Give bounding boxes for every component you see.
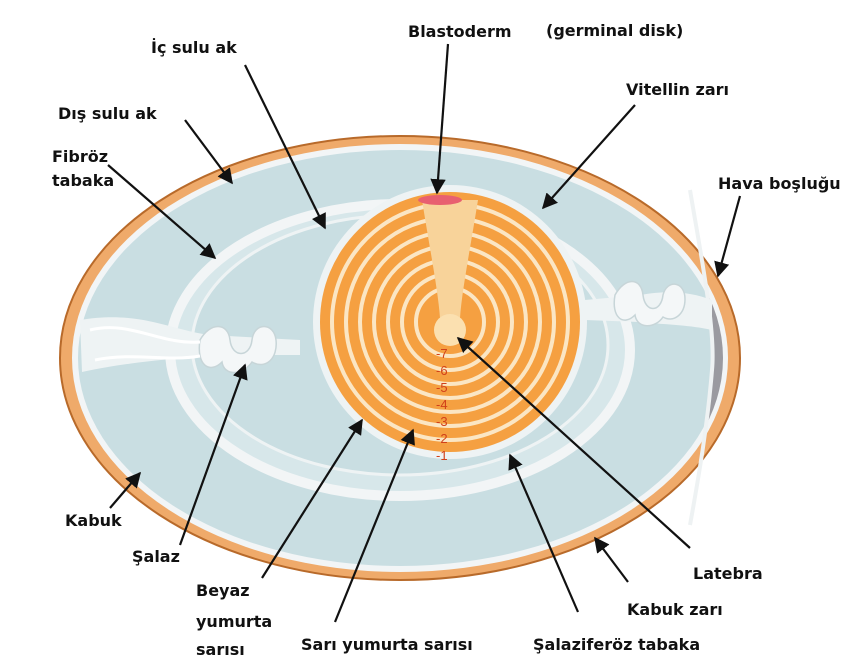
- label-kabuk: Kabuk: [65, 511, 122, 531]
- label-germinal-disk: (germinal disk): [546, 21, 683, 41]
- yolk-ring-number: -5: [436, 380, 448, 395]
- label-beyaz: Beyaz: [196, 581, 250, 601]
- label-vitellin-zari: Vitellin zarı: [626, 80, 729, 100]
- label-latebra: Latebra: [693, 564, 763, 584]
- yolk-ring-number: -7: [436, 346, 448, 361]
- yolk-ring-number: -6: [436, 363, 448, 378]
- label-sari-yumurta-sarisi: Sarı yumurta sarısı: [301, 635, 473, 655]
- blastoderm: [418, 195, 462, 205]
- arrow-hava-boslugu: [718, 196, 740, 276]
- yolk-ring-number: -3: [436, 414, 448, 429]
- label-ic-sulu-ak: İç sulu ak: [151, 38, 237, 58]
- label-dis-sulu-ak: Dış sulu ak: [58, 104, 157, 124]
- label-hava-boslugu: Hava boşluğu: [718, 174, 841, 194]
- label-salaz: Şalaz: [132, 547, 180, 567]
- yolk-ring-number: -1: [436, 448, 448, 463]
- label-salaziferoz-tabaka: Şalaziferöz tabaka: [533, 635, 700, 655]
- label-sarisi: sarısı: [196, 640, 245, 660]
- label-tabaka: tabaka: [52, 171, 114, 191]
- yolk-ring-number: -2: [436, 431, 448, 446]
- yolk-ring-number: -4: [436, 397, 448, 412]
- arrow-kabuk-zari: [595, 538, 628, 582]
- label-blastoderm: Blastoderm: [408, 22, 512, 42]
- label-fibroz: Fibröz: [52, 147, 108, 167]
- label-kabuk-zari: Kabuk zarı: [627, 600, 723, 620]
- yolk-ring-number-group: -7 -6 -5 -4 -3 -2 -1: [436, 346, 448, 463]
- label-yumurta: yumurta: [196, 612, 272, 632]
